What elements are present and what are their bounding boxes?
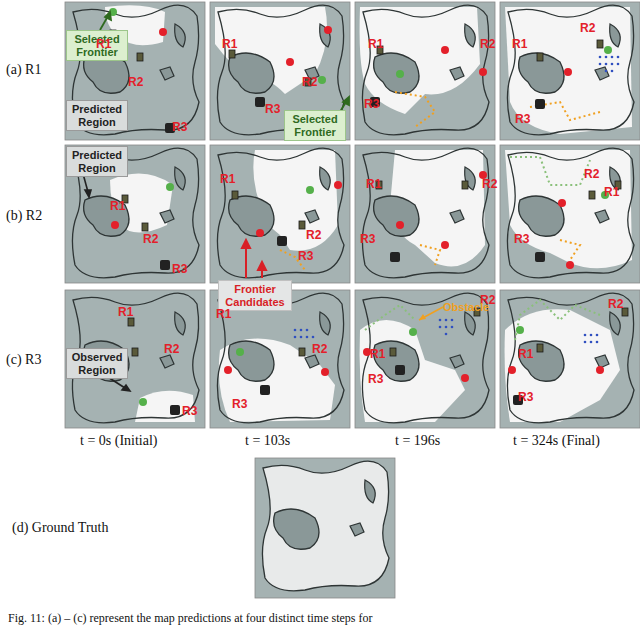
robot-label: R3 [172,263,187,276]
robot-label: R3 [364,98,379,111]
callout-text: Predicted Region [72,103,122,128]
robot-label: R1 [604,186,619,199]
robot-label: R2 [128,76,143,89]
time-label: t = 324s (Final) [513,433,600,448]
robot-label: R2 [312,343,327,356]
robot-label: R3 [368,373,383,386]
robot-label: R3 [232,398,247,411]
row-label: (a) R1 [6,62,41,77]
callout-text: Frontier Candidates [225,283,284,308]
robot-label: R2 [580,22,595,35]
callout-text: Selected Frontier [292,113,337,138]
robot-label: R3 [518,391,533,404]
callout-box: Observed Region [66,348,128,379]
robot-label: R1 [512,38,527,51]
row-label: (c) R3 [6,352,41,367]
robot-label: R3 [182,405,197,418]
panel-label: (d) Ground Truth [12,520,108,535]
robot-label: R2 [164,343,179,356]
callout-box: Predicted Region [66,146,128,177]
robot-label: R1 [222,38,237,51]
robot-label: R3 [514,233,529,246]
robot-label: R3 [172,121,187,134]
robot-label: R3 [360,233,375,246]
callout-text: Observed Region [72,351,123,376]
callout-box: Frontier Candidates [218,280,292,311]
robot-label: R1 [118,306,133,319]
time-label: t = 103s [245,433,290,448]
robot-label: R2 [302,76,317,89]
callout-label: Obstacle [443,301,489,313]
robot-label: R1 [370,348,385,361]
time-label: t = 196s [395,433,440,448]
figure-caption: Fig. 11: (a) – (c) represent the map pre… [8,612,372,625]
robot-label: R2 [480,38,495,51]
robot-label: R1 [366,178,381,191]
robot-label: R2 [482,178,497,191]
row-label: (b) R2 [6,208,42,223]
robot-label: R2 [143,233,158,246]
robot-label: R1 [368,38,383,51]
robot-label: R1 [220,173,235,186]
robot-label: R3 [298,250,313,263]
robot-label: R3 [265,103,280,116]
time-label: t = 0s (Initial) [80,433,158,448]
callout-text: Predicted Region [72,149,122,174]
robot-label: R3 [515,113,530,126]
callout-box: Predicted Region [66,100,128,131]
robot-label: R2 [584,168,599,181]
robot-label: R1 [518,348,533,361]
robot-label: R2 [306,229,321,242]
robot-label: R1 [96,38,111,51]
robot-label: R1 [216,308,231,321]
robot-label: R2 [608,298,623,311]
callout-box: Selected Frontier [284,110,346,141]
robot-label: R1 [110,200,125,213]
